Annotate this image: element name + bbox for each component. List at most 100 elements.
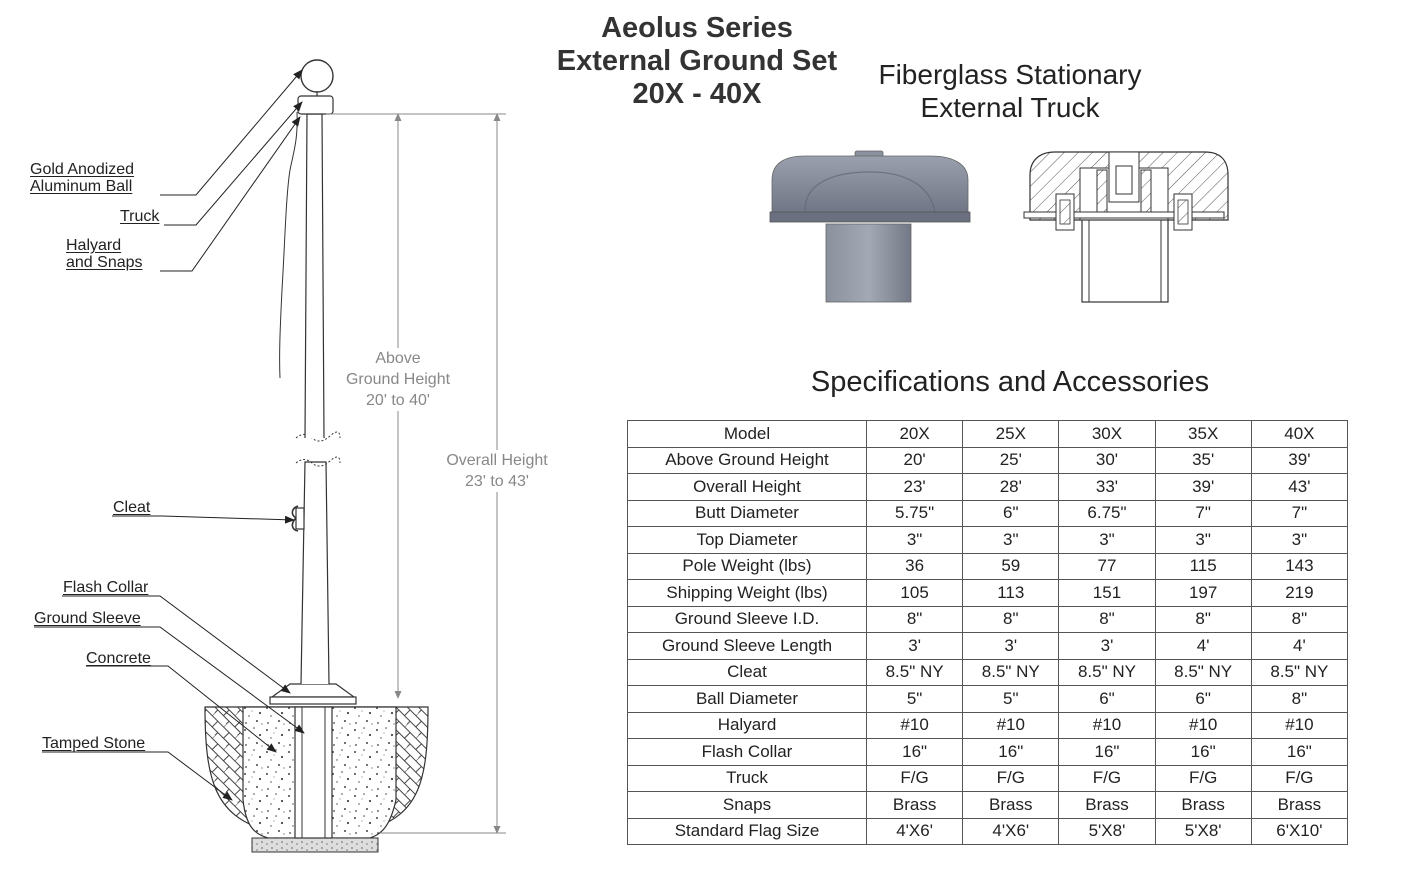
table-cell: 16" xyxy=(1250,738,1349,766)
label-ball-line-1: Gold Anodized xyxy=(30,161,135,178)
dim-above-line-1: Above xyxy=(375,350,421,367)
table-cell: 77 xyxy=(1058,552,1156,580)
table-cell: F/G xyxy=(962,764,1060,792)
label-tamped-stone: Tamped Stone xyxy=(42,735,146,752)
main-title: Aeolus Series External Ground Set 20X - … xyxy=(520,12,874,111)
table-cell: 8.5" NY xyxy=(1154,658,1252,686)
table-cell: 8" xyxy=(962,605,1060,633)
specs-title: Specifications and Accessories xyxy=(810,366,1210,398)
truck-part xyxy=(297,95,334,115)
table-cell: 6" xyxy=(1154,685,1252,713)
table-cell: 16" xyxy=(865,738,964,766)
table-cell: #10 xyxy=(1250,711,1349,739)
table-cell: 4'X6' xyxy=(865,817,964,845)
table-cell: F/G xyxy=(1058,764,1156,792)
table-row-label: Flash Collar xyxy=(627,738,867,766)
table-cell: 30' xyxy=(1058,446,1156,474)
table-cell: 43' xyxy=(1250,473,1349,501)
table-row-label: Shipping Weight (lbs) xyxy=(627,579,867,607)
table-row-label: Standard Flag Size xyxy=(627,817,867,845)
table-cell: 20' xyxy=(865,446,964,474)
table-cell: 115 xyxy=(1154,552,1252,580)
table-row-label: Ball Diameter xyxy=(627,685,867,713)
table-cell: 5" xyxy=(962,685,1060,713)
table-cell: 8" xyxy=(865,605,964,633)
table-cell: 33' xyxy=(1058,473,1156,501)
table-cell: #10 xyxy=(962,711,1060,739)
dim-overall: Overall Height 23' to 43' xyxy=(434,450,560,492)
table-cell: 8.5" NY xyxy=(1058,658,1156,686)
table-row-label: Truck xyxy=(627,764,867,792)
table-cell: 3' xyxy=(1058,632,1156,660)
truck-render xyxy=(769,150,971,303)
label-flash-collar: Flash Collar xyxy=(63,579,149,596)
table-cell: 219 xyxy=(1250,579,1349,607)
table-cell: 3" xyxy=(1154,526,1252,554)
label-truck: Truck xyxy=(120,208,160,225)
halyard-rope xyxy=(279,111,298,379)
table-cell: 8" xyxy=(1154,605,1252,633)
table-cell: 5" xyxy=(865,685,964,713)
table-cell: 3' xyxy=(962,632,1060,660)
flash-collar xyxy=(269,683,357,705)
table-row-label: Ground Sleeve I.D. xyxy=(627,605,867,633)
table-cell: 59 xyxy=(962,552,1060,580)
table-row-label: Cleat xyxy=(627,658,867,686)
truck-title-line-1: Fiberglass Stationary xyxy=(878,59,1142,90)
ground-sleeve xyxy=(294,706,333,839)
table-cell: 16" xyxy=(1058,738,1156,766)
table-cell: Brass xyxy=(1058,791,1156,819)
label-halyard-line-2: and Snaps xyxy=(66,254,143,271)
table-cell: 3" xyxy=(1250,526,1349,554)
table-cell: 6'X10' xyxy=(1250,817,1349,845)
table-cell: 4' xyxy=(1154,632,1252,660)
label-concrete: Concrete xyxy=(86,650,151,667)
truck-section xyxy=(1023,151,1229,303)
dim-overall-line-1: Overall Height xyxy=(446,452,548,469)
table-cell: F/G xyxy=(1250,764,1349,792)
table-cell: 8" xyxy=(1250,685,1349,713)
table-row-label: Top Diameter xyxy=(627,526,867,554)
table-cell: F/G xyxy=(865,764,964,792)
table-cell: 28' xyxy=(962,473,1060,501)
table-cell: 5'X8' xyxy=(1058,817,1156,845)
title-line-1: Aeolus Series xyxy=(601,12,793,44)
truck-title-line-2: External Truck xyxy=(920,92,1100,123)
table-row-label: Overall Height xyxy=(627,473,867,501)
table-cell: 5.75" xyxy=(865,499,964,527)
table-cell: 25' xyxy=(962,446,1060,474)
table-row: Halyard#10#10#10#10#10 xyxy=(627,711,1349,739)
table-row-label: Ground Sleeve Length xyxy=(627,632,867,660)
table-cell: 113 xyxy=(962,579,1060,607)
gold-ball xyxy=(300,59,334,93)
leader-lines xyxy=(34,69,305,801)
cleat-part xyxy=(291,505,305,532)
label-halyard-line-1: Halyard xyxy=(66,237,122,254)
gravel-bed xyxy=(251,837,379,853)
dim-above-line-2: Ground Height xyxy=(345,371,451,388)
table-cell: 3' xyxy=(865,632,964,660)
table-cell: 3" xyxy=(1058,526,1156,554)
table-cell: 16" xyxy=(1154,738,1252,766)
table-cell: 35' xyxy=(1154,446,1252,474)
label-ball-line-2: Aluminum Ball xyxy=(30,178,133,195)
table-cell: 3" xyxy=(865,526,964,554)
table-cell: 3" xyxy=(962,526,1060,554)
table-row: Ground Sleeve I.D.8"8"8"8"8" xyxy=(627,605,1349,633)
table-cell: 8.5" NY xyxy=(962,658,1060,686)
dim-above-line-3: 20' to 40' xyxy=(366,392,430,409)
table-cell: F/G xyxy=(1154,764,1252,792)
table-cell: 105 xyxy=(865,579,964,607)
table-cell: #10 xyxy=(1058,711,1156,739)
table-cell: 23' xyxy=(865,473,964,501)
table-cell: 6.75" xyxy=(1058,499,1156,527)
label-ground-sleeve: Ground Sleeve xyxy=(34,610,141,627)
